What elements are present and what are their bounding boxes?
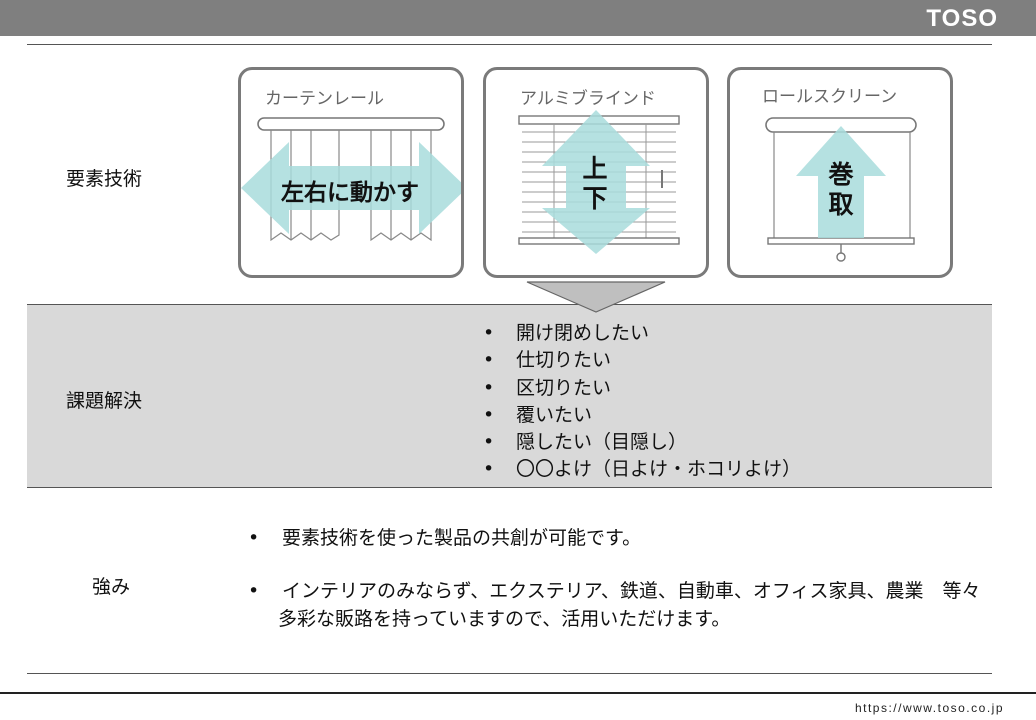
toso-logo: TOSO (926, 5, 998, 32)
issue-item: 開け閉めしたい (480, 320, 801, 348)
card-title-curtain: カーテンレール (265, 89, 384, 109)
issue-item: 区切りたい (480, 375, 801, 403)
footer-url: https://www.toso.co.jp (854, 701, 1004, 715)
card-roll-screen: ロールスクリーン 巻 取 (727, 67, 953, 278)
footer-rule (0, 692, 1036, 694)
card-title-blind: アルミブラインド (520, 89, 656, 109)
strength-text-1: 要素技術を使った製品の共創が可能です。 (282, 527, 642, 549)
bullet-dot: • (248, 527, 260, 549)
blind-action-text: 上 下 (579, 154, 611, 214)
curtain-action-text: 左右に動かす (281, 180, 419, 206)
row-label-tech: 要素技術 (66, 168, 143, 190)
issue-item: 仕切りたい (480, 347, 801, 375)
bottom-divider (27, 673, 992, 674)
strength-text-2-cont: 多彩な販路を持っていますので、活用いただけます。 (278, 608, 731, 630)
row-label-strength: 強み (92, 576, 131, 598)
card-title-roll-screen: ロールスクリーン (762, 87, 898, 107)
header-bar: TOSO (0, 0, 1036, 36)
row-label-issue: 課題解決 (66, 390, 143, 412)
roll-action-char-take: 取 (828, 190, 854, 219)
top-divider (27, 44, 992, 45)
roll-action-text: 巻 取 (825, 160, 857, 220)
issue-list: 開け閉めしたい 仕切りたい 区切りたい 覆いたい 隠したい（目隠し） 〇〇よけ（… (480, 320, 801, 484)
blind-action-char-down: 下 (582, 184, 608, 213)
card-curtain-rail: カーテンレール 左右に動かす (238, 67, 464, 278)
strength-text-2: インテリアのみならず、エクステリア、鉄道、自動車、オフィス家具、農業 等々 (282, 580, 981, 602)
roll-screen-illustration (765, 117, 917, 262)
curtain-illustration (241, 117, 461, 242)
issue-item: 覆いたい (480, 402, 801, 430)
card-aluminum-blind: アルミブラインド 上 下 (483, 67, 709, 278)
blind-illustration (518, 110, 680, 254)
bullet-dot: • (248, 580, 260, 602)
roll-action-char-roll: 巻 (828, 160, 854, 189)
blind-action-char-up: 上 (582, 154, 608, 183)
down-chevron-arrow (526, 281, 666, 313)
issue-item: 隠したい（目隠し） (480, 429, 801, 457)
issue-item: 〇〇よけ（日よけ・ホコリよけ） (480, 456, 801, 484)
